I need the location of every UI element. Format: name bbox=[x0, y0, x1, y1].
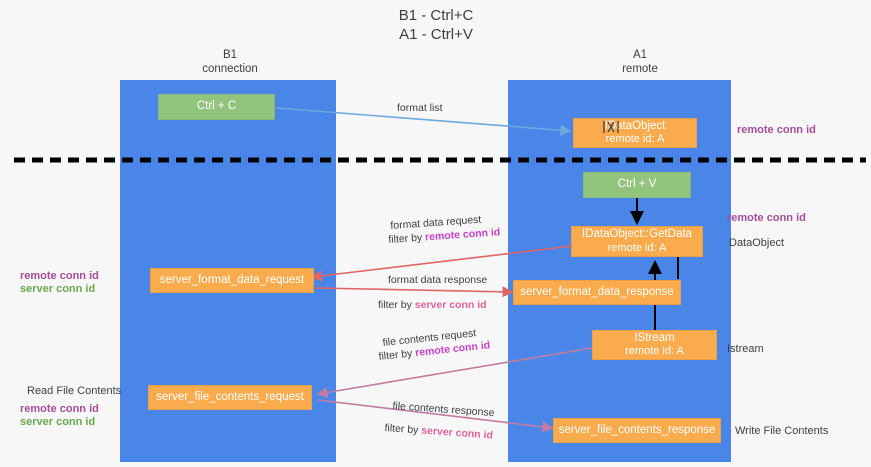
column-header-a1-subtitle: remote bbox=[622, 63, 658, 75]
annotation-write-file-contents: Write File Contents bbox=[735, 425, 829, 437]
column-header-b1-title: B1 bbox=[222, 49, 238, 61]
annotation-read-file-contents: Read File Contents bbox=[27, 385, 122, 397]
node-idataobject[interactable]: IDataObject remote id: A bbox=[573, 118, 697, 148]
node-server-file-contents-response[interactable]: server_file_contents_response bbox=[553, 418, 721, 443]
node-idataobject-sub: remote id: A bbox=[605, 133, 665, 145]
node-ctrl-c-label: Ctrl + C bbox=[196, 100, 237, 113]
arrow-file-contents-response bbox=[317, 399, 554, 433]
arrow-format-data-request bbox=[310, 245, 573, 282]
diagram-title-line2: A1 - Ctrl+V bbox=[399, 26, 473, 43]
node-ctrl-c[interactable]: Ctrl + C bbox=[158, 94, 275, 120]
node-server-file-contents-request[interactable]: server_file_contents_request bbox=[148, 385, 312, 410]
annotation-left-server-conn-id-2: server conn id bbox=[20, 416, 96, 428]
annotation-left-remote-conn-id: remote conn id bbox=[20, 270, 99, 282]
filter-prefix: filter by bbox=[378, 299, 415, 311]
node-server-file-contents-request-label: server_file_contents_request bbox=[156, 390, 304, 403]
node-getdata-sub: remote id: A bbox=[607, 241, 667, 254]
node-server-format-data-response[interactable]: server_format_data_response bbox=[513, 280, 681, 305]
filter-prefix: filter by bbox=[384, 422, 422, 437]
node-getdata-label: IDataObject::GetData bbox=[582, 228, 692, 240]
node-ctrl-v-label: Ctrl + V bbox=[617, 178, 657, 191]
annotation-left-remote-conn-id-2: remote conn id bbox=[20, 403, 99, 415]
diagram-title-line1: B1 - Ctrl+C bbox=[398, 7, 474, 24]
filter-key-server-conn-id: server conn id bbox=[414, 299, 487, 311]
annotation-remote-conn-id-mid: remote conn id bbox=[727, 212, 806, 224]
node-server-file-contents-response-label: server_file_contents_response bbox=[558, 423, 716, 436]
annotation-remote-conn-id-top: remote conn id bbox=[737, 124, 816, 136]
filter-prefix: filter by bbox=[378, 347, 416, 363]
node-istream-label: IStream bbox=[634, 331, 675, 344]
node-server-format-data-response-label: server_format_data_response bbox=[520, 285, 674, 298]
annotation-istream: Istream bbox=[727, 343, 764, 355]
arrow-format-list bbox=[276, 107, 572, 136]
node-ctrl-v[interactable]: Ctrl + V bbox=[583, 172, 691, 198]
arrow-file-contents-request bbox=[316, 347, 593, 398]
annotation-dataobject: DataObject bbox=[729, 237, 785, 249]
column-header-b1-subtitle: connection bbox=[202, 63, 258, 75]
filter-prefix: filter by bbox=[388, 231, 426, 246]
node-istream[interactable]: IStream remote id: A bbox=[592, 330, 717, 360]
column-header-a1-title: A1 bbox=[632, 49, 648, 61]
node-server-format-data-request[interactable]: server_format_data_request bbox=[150, 268, 314, 293]
node-idataobject-label: IDataObject bbox=[604, 119, 666, 132]
arrow-format-data-response bbox=[315, 286, 514, 298]
edge-label-format-data-response: format data response bbox=[388, 274, 488, 286]
annotation-left-server-conn-id: server conn id bbox=[20, 283, 96, 295]
node-idataobject-getdata[interactable]: IDataObject::GetData remote id: A bbox=[571, 226, 703, 257]
node-server-format-data-request-label: server_format_data_request bbox=[159, 273, 305, 286]
edge-label-format-data-response-filter: filter by server conn id bbox=[378, 299, 487, 312]
edge-label-format-list: format list bbox=[397, 102, 443, 114]
node-istream-sub: remote id: A bbox=[625, 345, 684, 357]
